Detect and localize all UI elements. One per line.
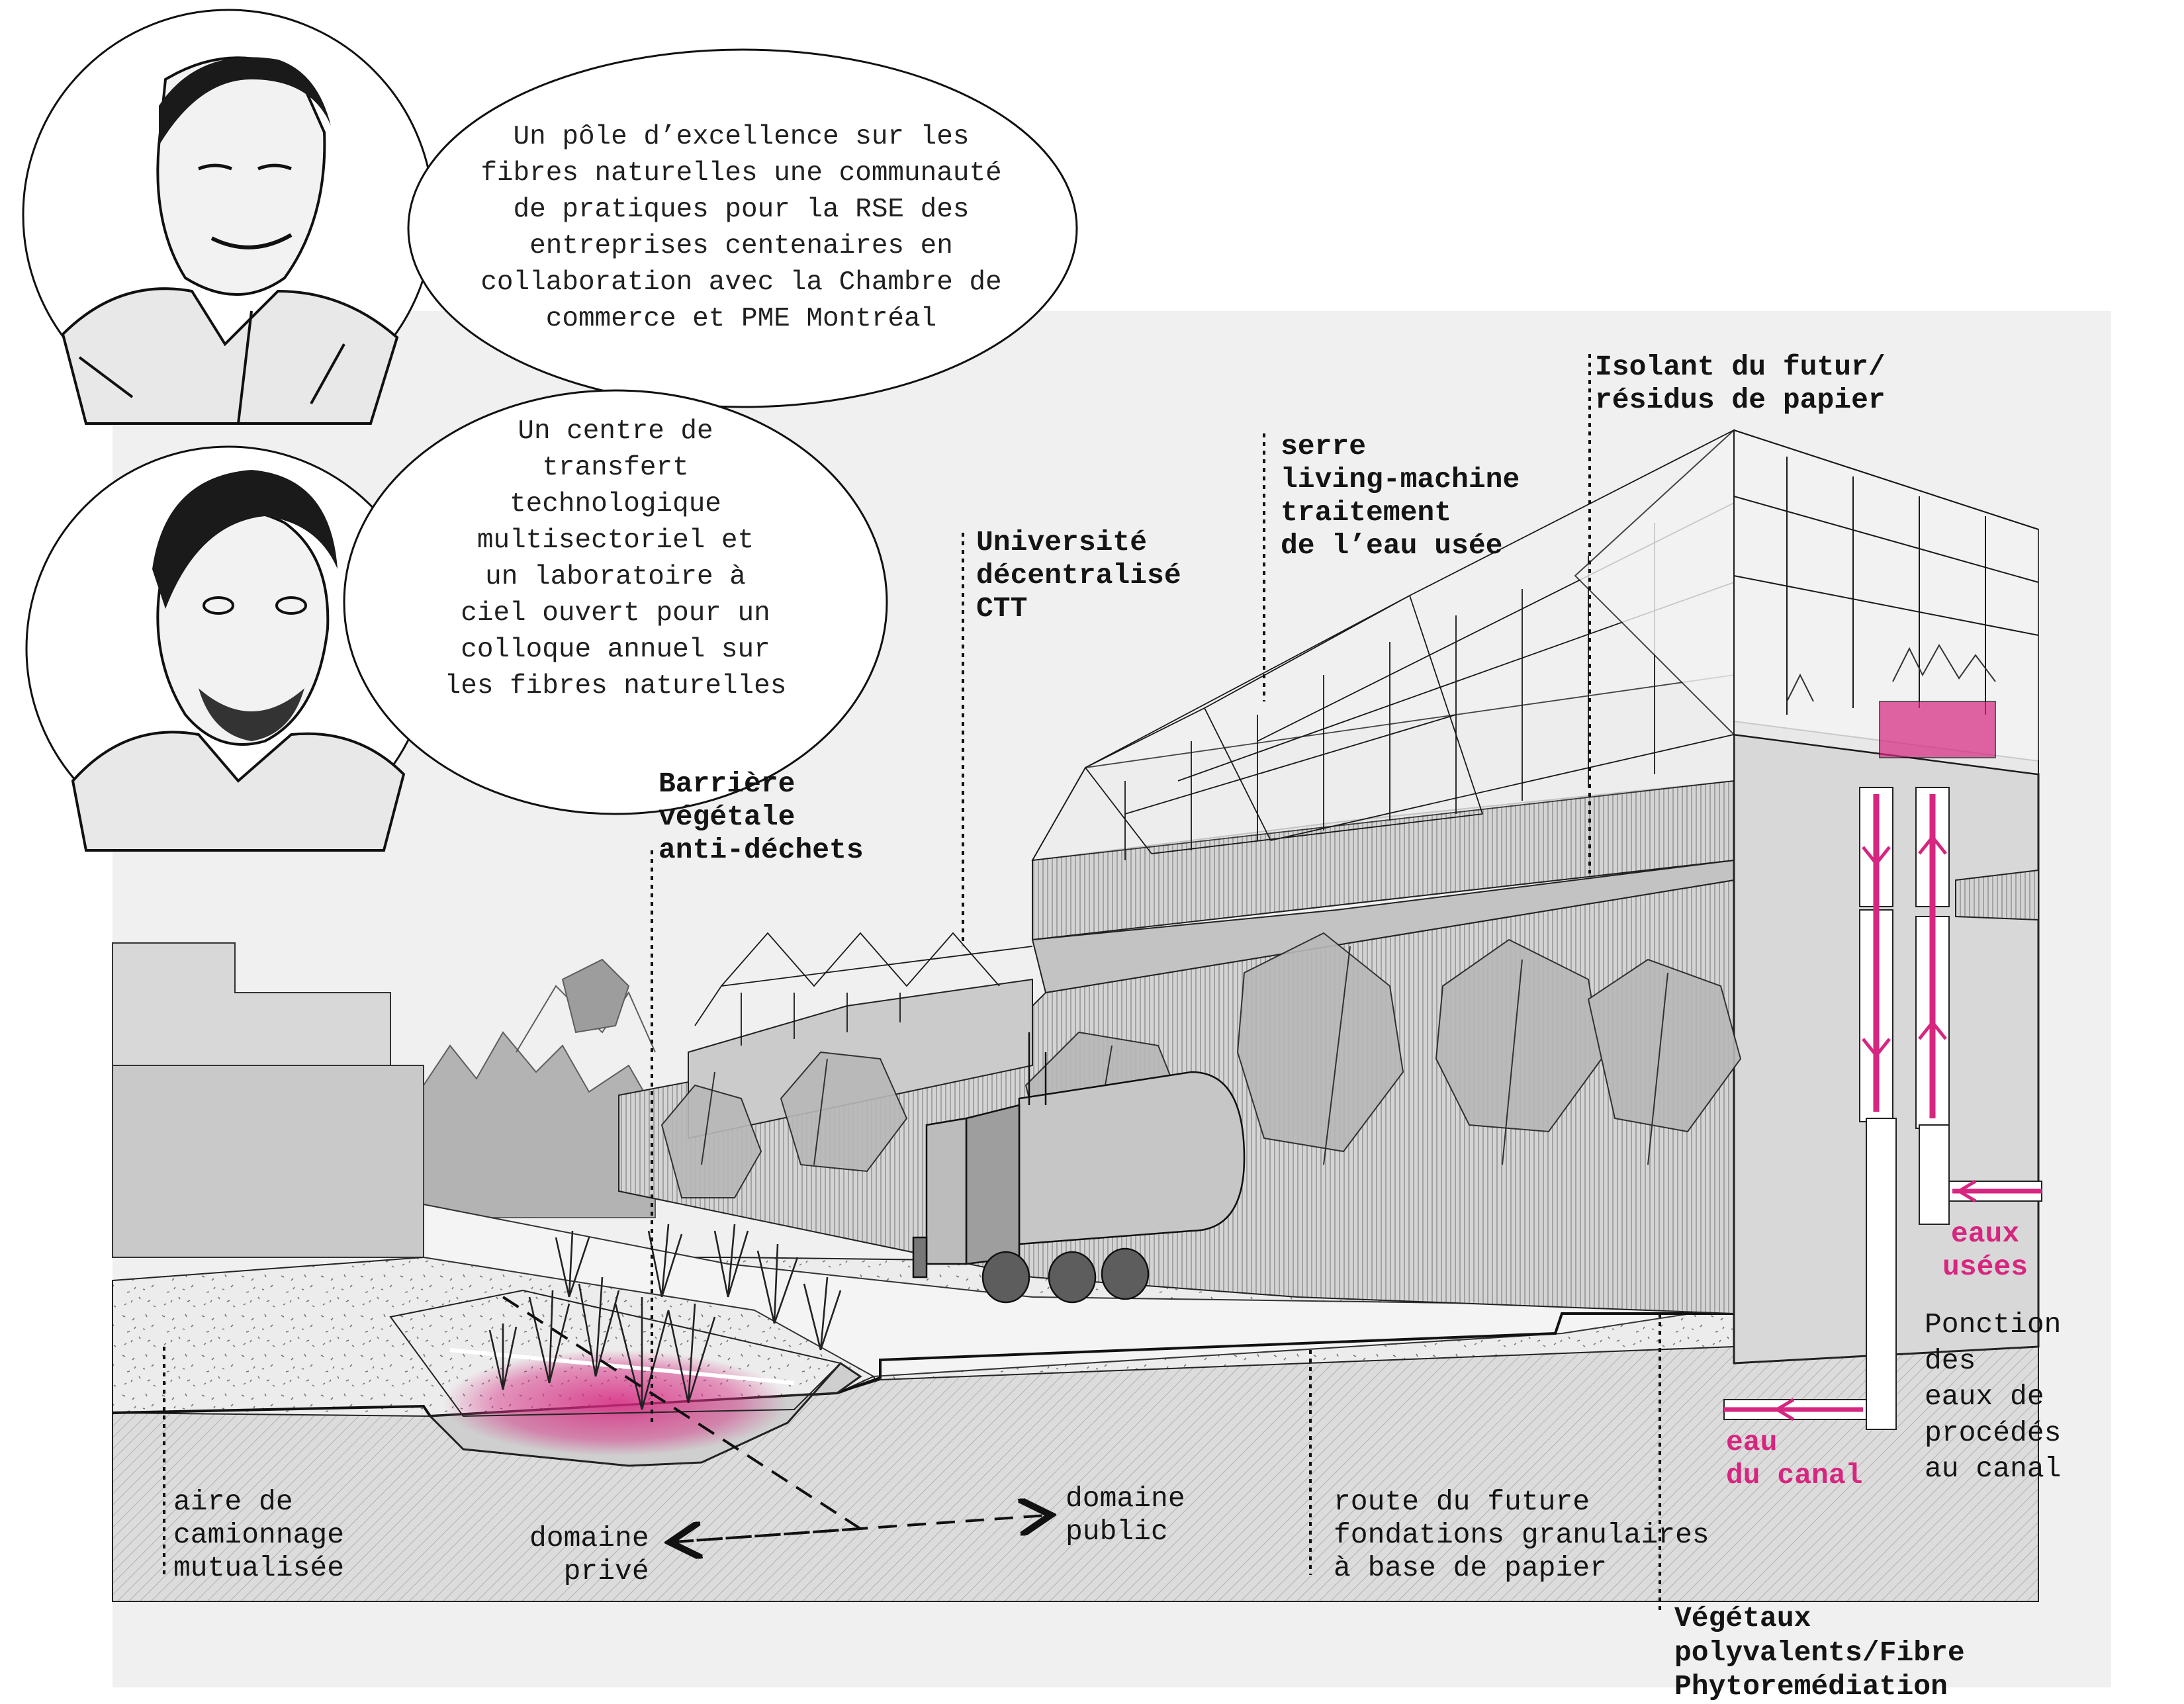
barrier-grasses — [488, 1224, 842, 1410]
speech-bubble-1-shape — [407, 48, 1078, 408]
label-eau-canal: eau du canal — [1726, 1426, 1863, 1492]
label-barriere: Barrière végétale anti-déchets — [659, 768, 864, 866]
label-ponction: Ponction des eaux de procédés au canal — [1925, 1308, 2062, 1486]
domain-boundary-arrows — [502, 1296, 1046, 1542]
portrait-2-avatar — [25, 445, 432, 852]
canal-pipes — [1723, 787, 2042, 1430]
bioswale — [389, 1289, 862, 1467]
portrait-1-avatar — [22, 9, 435, 425]
speech-bubble-2-text: Un centre de transfert technologique mul… — [444, 416, 787, 701]
road-surface — [423, 1203, 1735, 1378]
background-trees — [423, 958, 656, 1218]
label-isolant: Isolant du futur/ résidus de papier — [1595, 351, 1886, 416]
rooftop-greenhouse-right — [1574, 429, 2039, 776]
speech-bubble-2-shape — [343, 389, 888, 815]
road-section-line — [112, 1312, 1734, 1418]
label-domaine-prive: domaine privé — [529, 1522, 649, 1588]
truck — [912, 1032, 1246, 1304]
label-leader-lines — [163, 354, 1661, 1615]
label-domaine-public: domaine public — [1066, 1482, 1185, 1548]
label-universite: Université décentralisé CTT — [976, 526, 1181, 625]
label-serre: serre living-machine traitement de l’eau… — [1281, 430, 1520, 562]
left-building — [112, 942, 424, 1258]
label-route-futur: route du future fondations granulaires à… — [1334, 1486, 1709, 1584]
speech-bubble-1-text: Un pôle d’excellence sur les fibres natu… — [480, 122, 1002, 334]
label-aire-camionnage: aire de camionnage mutualisée — [173, 1486, 345, 1584]
label-eaux-usees: eaux usées — [1942, 1218, 2028, 1283]
label-vegetaux: Végétaux polyvalents/Fibre Phytoremédiat… — [1674, 1602, 1965, 1703]
